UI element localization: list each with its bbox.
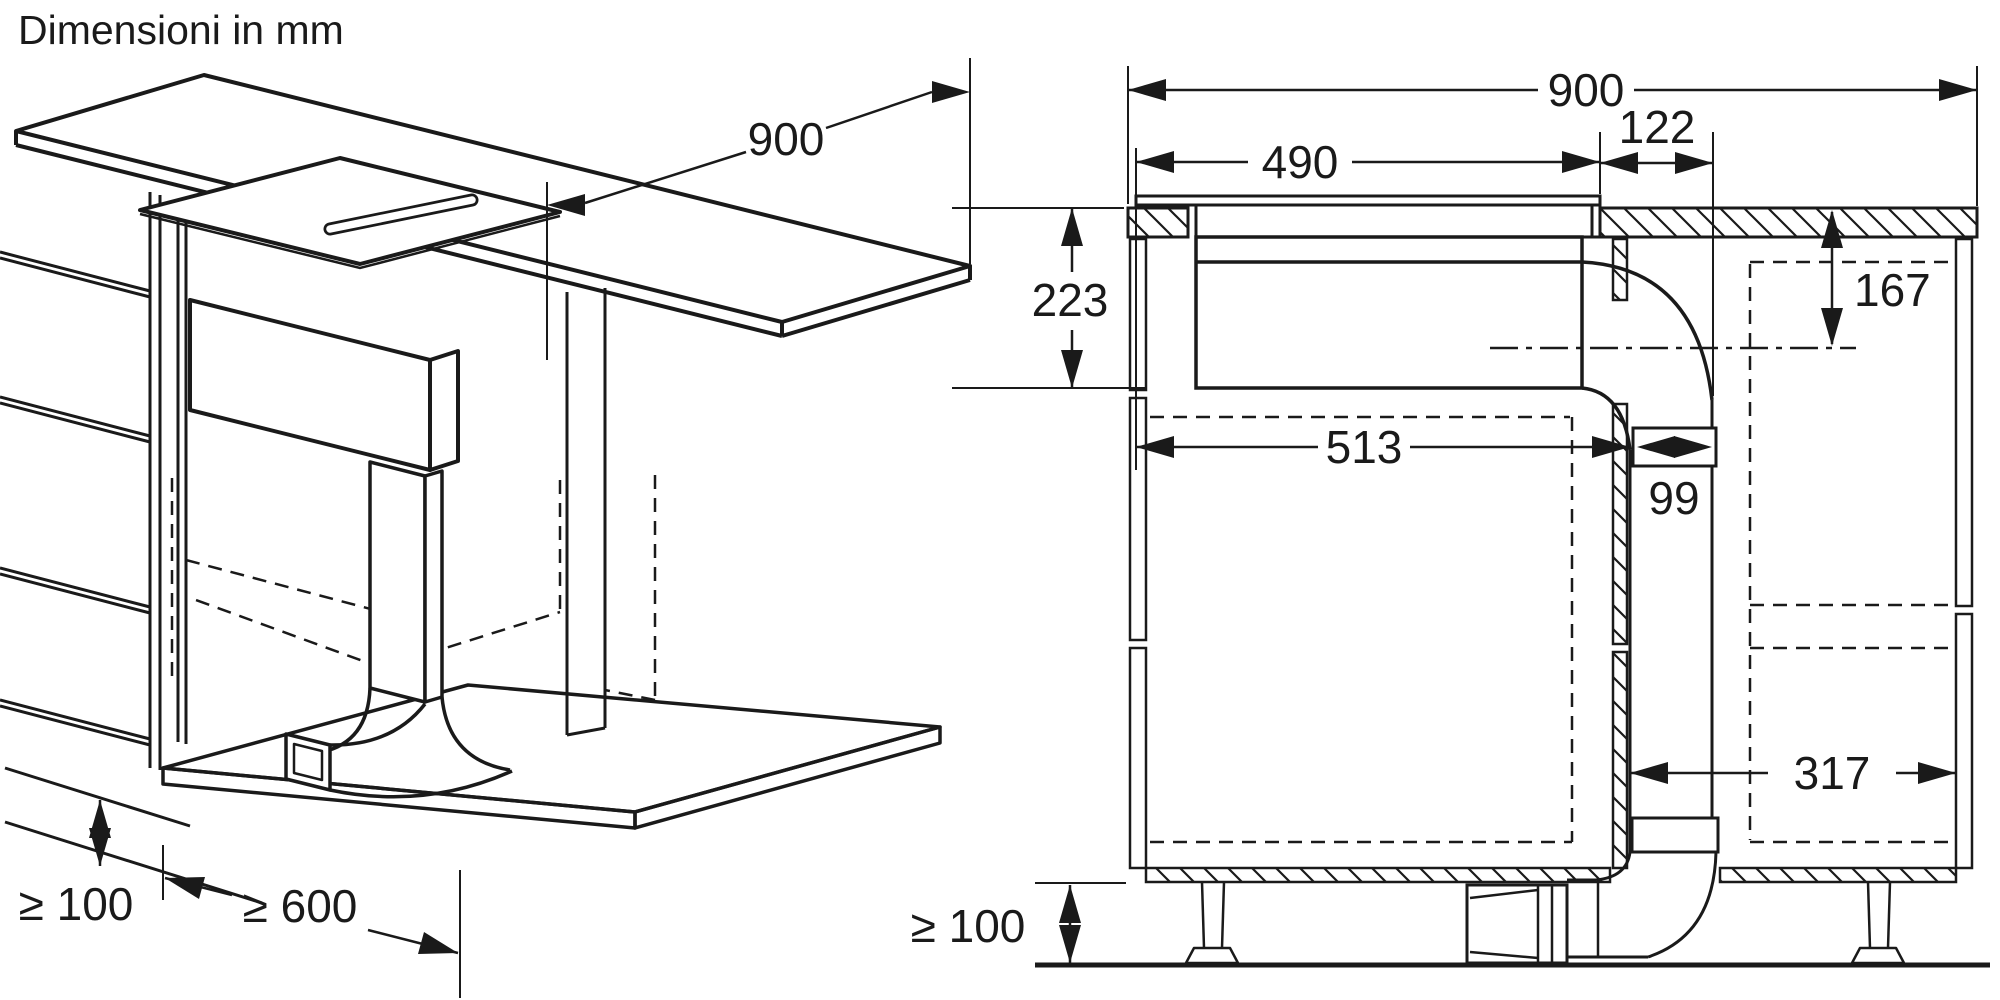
glass-cooktop	[138, 156, 562, 270]
dim-total-width-900: 900	[1127, 64, 1978, 206]
dim-right-offset-122: 122	[1600, 101, 1714, 396]
dim-plinth-clearance-iso: ≥ 100	[19, 800, 134, 930]
vent-slot	[323, 193, 479, 236]
cabinet-frame	[148, 192, 607, 770]
hob-body	[188, 298, 460, 472]
dim-label-hob-height: 223	[1032, 274, 1109, 326]
glass-section	[1134, 194, 1602, 239]
dim-label-outlet-center: 167	[1854, 264, 1931, 316]
dim-label-duct-width: 99	[1648, 472, 1699, 524]
dim-glass-width-490: 490	[1135, 132, 1601, 470]
dim-label-left-section: 513	[1326, 421, 1403, 473]
dim-label-glass-width: 490	[1262, 136, 1339, 188]
bottom-panels	[1144, 866, 1958, 884]
right-side-panel	[1954, 237, 1974, 870]
partition-panel	[1611, 237, 1629, 870]
dim-label-plinth-clearance: ≥ 100	[19, 878, 134, 930]
dim-outlet-center-167: 167	[1821, 210, 1931, 346]
dim-label-total-width: 900	[1548, 64, 1625, 116]
dim-left-section-513: 513	[1136, 421, 1630, 473]
left-side-panel	[1128, 237, 1148, 870]
section-view: 900 490 122 223	[911, 64, 1990, 968]
duct-collar	[1630, 816, 1720, 854]
dim-label-right-section: 317	[1794, 747, 1871, 799]
dim-duct-width-99: 99	[1631, 426, 1718, 524]
duct-elbow	[284, 687, 513, 799]
blower-unit	[1465, 883, 1569, 965]
dim-label-plinth-clearance-section: ≥ 100	[911, 900, 1026, 952]
drawer-unit	[0, 250, 151, 747]
floor-lines	[4, 766, 263, 905]
exhaust-duct	[368, 460, 444, 704]
duct-section	[1567, 260, 1720, 959]
worktop-section	[1126, 206, 1979, 239]
isometric-view: 900 ≥ 100 ≥ 600	[0, 58, 972, 998]
hob-body-section	[1194, 235, 1584, 390]
dim-label-right-offset: 122	[1619, 101, 1696, 153]
dim-label-depth: 900	[748, 113, 825, 165]
dim-hob-height-223: 223	[952, 207, 1146, 389]
dim-plinth-clearance-section: ≥ 100	[911, 882, 1126, 963]
dim-right-section-317: 317	[1630, 747, 1956, 799]
dim-label-front-clearance: ≥ 600	[243, 880, 358, 932]
right-cabinet-hidden-lines	[1748, 260, 1954, 844]
left-cabinet-hidden-lines	[1150, 415, 1574, 844]
plinth-panel	[161, 683, 942, 830]
dim-depth-900: 900	[546, 58, 971, 360]
dim-front-clearance: ≥ 600	[162, 845, 461, 998]
page-title: Dimensioni in mm	[18, 7, 344, 53]
